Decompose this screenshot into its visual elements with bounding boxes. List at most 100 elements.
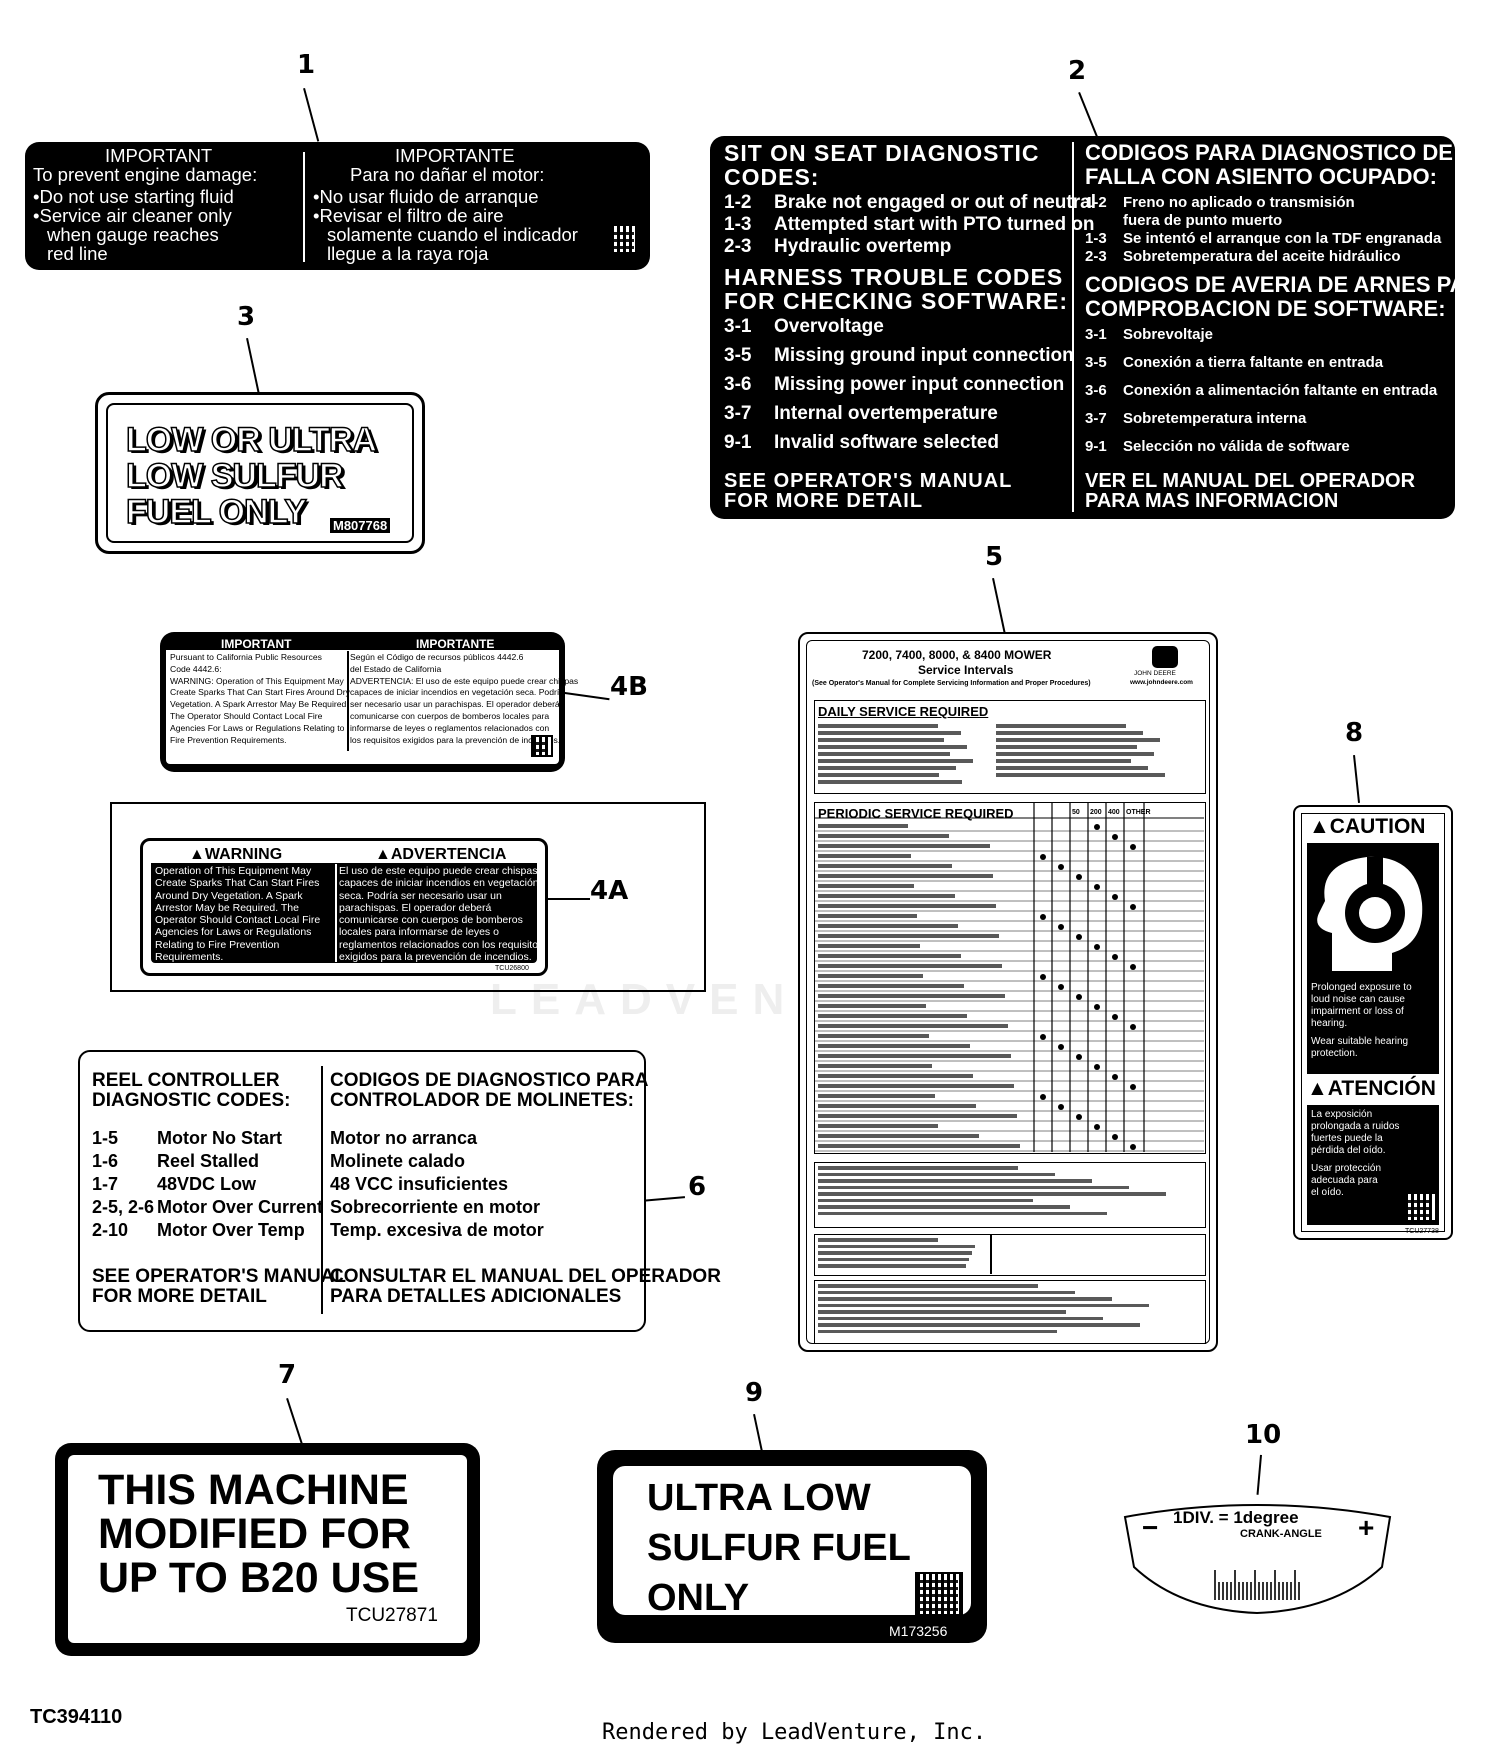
svg-text:−: − bbox=[1142, 1512, 1158, 1543]
fine-print-line bbox=[818, 1192, 1166, 1196]
qr-code-icon bbox=[1403, 1192, 1437, 1222]
fine-print-line bbox=[818, 1244, 975, 1248]
reel-desc-es: 48 VCC insuficientes bbox=[330, 1174, 509, 1194]
text-line: loud noise can cause bbox=[1311, 994, 1405, 1005]
fine-print-line bbox=[818, 1316, 1103, 1320]
reel-code: 2-5, 2-6 bbox=[92, 1197, 155, 1217]
reel-code: 2-10 bbox=[92, 1220, 129, 1240]
text-line: pérdida del oído. bbox=[1311, 1145, 1386, 1156]
callout-4b: 4B bbox=[610, 672, 648, 702]
svg-text:OTHER: OTHER bbox=[1126, 809, 1151, 816]
fine-print-line bbox=[818, 752, 950, 756]
decal-9-ultra-low-sulfur: ULTRA LOW SULFUR FUEL ONLY M173256 bbox=[597, 1450, 987, 1643]
text-line: Around Dry Vegetation. A Spark bbox=[155, 889, 303, 902]
text-line: Code 4442.6: bbox=[170, 663, 222, 674]
text-line: La exposición bbox=[1311, 1109, 1373, 1120]
text-line: impairment or loss of bbox=[1311, 1006, 1404, 1017]
callout-8: 8 bbox=[1345, 718, 1364, 748]
reel-desc-es: Molinete calado bbox=[330, 1151, 466, 1171]
qr-code-icon bbox=[531, 735, 553, 757]
fine-print-line bbox=[818, 1264, 966, 1268]
text-line: Agencies For Laws or Regulations Relatin… bbox=[170, 722, 345, 733]
daily-service-heading: DAILY SERVICE REQUIRED bbox=[818, 704, 989, 719]
decal-7-b20-machine: THIS MACHINE MODIFIED FOR UP TO B20 USE … bbox=[55, 1443, 480, 1656]
reel-desc-en: Motor Over Temp bbox=[157, 1220, 305, 1240]
text-line: exigidos para la prevención de incendios… bbox=[339, 951, 532, 964]
text-line: Fire Prevention Requirements. bbox=[170, 734, 287, 745]
fine-print-line bbox=[818, 1257, 969, 1261]
text-line: capaces de iniciar incendios en vegetaci… bbox=[339, 877, 539, 890]
fine-print-line bbox=[818, 780, 962, 784]
fine-print-line bbox=[818, 745, 967, 749]
svg-text:50: 50 bbox=[1072, 809, 1080, 816]
fine-print-line bbox=[818, 1238, 938, 1242]
fine-print-line bbox=[818, 1185, 1129, 1189]
callout-4a: 4A bbox=[590, 876, 629, 906]
text-line: Pursuant to California Public Resources bbox=[170, 652, 322, 662]
text-line: Agencies for Laws or Regulations bbox=[155, 926, 312, 939]
callout-9: 9 bbox=[745, 1378, 764, 1408]
fine-print-line bbox=[818, 1172, 1055, 1176]
text-line: ser necesario usar un parachispas. El op… bbox=[350, 699, 560, 710]
fine-print-line bbox=[818, 1303, 1149, 1307]
decal-4a-frame bbox=[110, 802, 706, 992]
rendered-by: Rendered by LeadVenture, Inc. bbox=[602, 1720, 987, 1745]
text-line: el oído. bbox=[1311, 1187, 1344, 1198]
text-line: los requisitos exigidos para la prevenci… bbox=[350, 734, 561, 745]
fine-print-line bbox=[818, 1284, 1038, 1288]
reel-code: 1-7 bbox=[92, 1174, 119, 1194]
decal-5-service-intervals: 7200, 7400, 8000, & 8400 MOWER Service I… bbox=[798, 632, 1218, 1352]
text-line: Según el Código de recursos públicos 444… bbox=[350, 652, 524, 662]
text-line: parachispas. El operador deberá bbox=[339, 901, 492, 914]
text-line: Wear suitable hearing bbox=[1311, 1036, 1409, 1047]
text-line: locales para informarse de leyes o bbox=[339, 926, 499, 939]
reel-desc-en: Motor No Start bbox=[157, 1128, 282, 1148]
text-line: del Estado de California bbox=[350, 663, 442, 674]
decal-10-crank-angle: − + bbox=[1123, 1504, 1392, 1615]
code-row: fuera de punto muerto bbox=[1123, 212, 1283, 229]
fine-print-line bbox=[818, 1323, 1140, 1327]
text-line: reglamentos relacionados con los requisi… bbox=[339, 938, 544, 951]
fine-print-line bbox=[996, 773, 1165, 777]
text-line: ADVERTENCIA: El uso de este equipo puede… bbox=[350, 675, 579, 686]
text-line: Requirements. bbox=[155, 951, 224, 964]
text-line: Prolonged exposure to bbox=[1311, 982, 1412, 993]
fine-print-line bbox=[818, 738, 944, 742]
fine-print-line bbox=[996, 724, 1126, 728]
text-line: Vegetation. A Spark Arrestor May Be Requ… bbox=[170, 699, 349, 710]
callout-1: 1 bbox=[297, 50, 316, 80]
reel-desc-en: Reel Stalled bbox=[157, 1151, 260, 1171]
text-line: comunicarse con cuerpos de bomberos bbox=[339, 914, 523, 927]
fine-print-line bbox=[996, 738, 1160, 742]
svg-text:+: + bbox=[1358, 1512, 1374, 1543]
fine-print-line bbox=[996, 745, 1137, 749]
decal-1-es-title: IMPORTANTE bbox=[395, 145, 515, 166]
text-line: Arrestor May be Required. The bbox=[155, 901, 299, 914]
fine-print-line bbox=[818, 766, 956, 770]
svg-text:400: 400 bbox=[1108, 809, 1120, 816]
decal-6-reel-controller: REEL CONTROLLER DIAGNOSTIC CODES: CODIGO… bbox=[78, 1050, 721, 1332]
text-line: El uso de este equipo puede crear chispa… bbox=[339, 865, 538, 877]
text-line: hearing. bbox=[1311, 1018, 1348, 1029]
fine-print-line bbox=[818, 1251, 972, 1255]
fine-print-line bbox=[818, 1290, 1075, 1294]
periodic-service-heading: PERIODIC SERVICE REQUIRED bbox=[818, 806, 1014, 821]
reel-desc-en: 48VDC Low bbox=[157, 1174, 257, 1194]
callout-3: 3 bbox=[237, 302, 256, 332]
text-line: protection. bbox=[1311, 1048, 1358, 1059]
svg-text:200: 200 bbox=[1090, 809, 1102, 816]
text-line: fuertes puede la bbox=[1311, 1133, 1383, 1144]
reel-desc-es: Temp. excesiva de motor bbox=[330, 1220, 544, 1240]
decal-3-low-sulfur: LOW OR ULTRA LOW SULFUR FUEL ONLY M80776… bbox=[95, 392, 425, 554]
